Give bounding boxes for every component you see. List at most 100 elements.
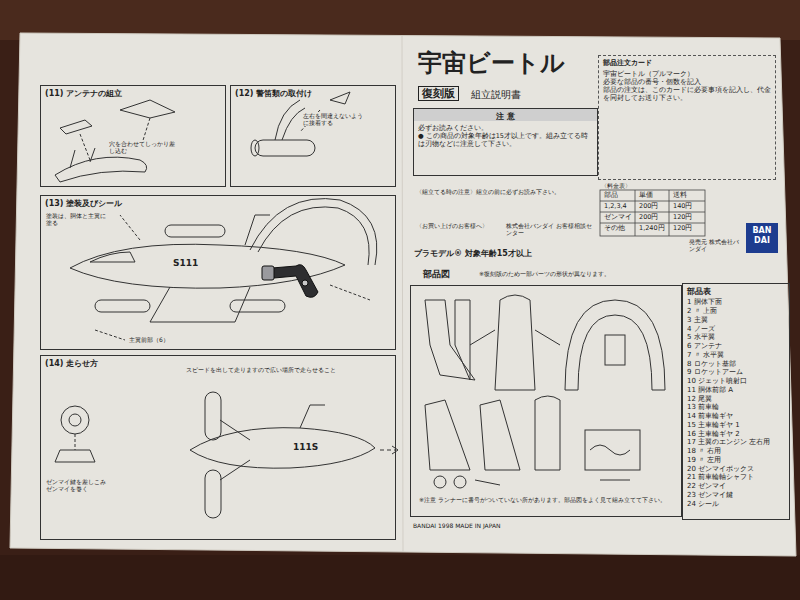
sheet-label: BANDAI 1998 MADE IN JAPAN (412, 522, 502, 529)
sheet-label: 穴を合わせてしっかり差し込む (108, 140, 180, 154)
sheet-label: プラモデル® 対象年齢15才以上 (413, 249, 533, 259)
table-cell: 120円 (672, 214, 693, 222)
parts-drawings-part (605, 335, 625, 365)
sheet-label: 発売元 株式会社バンダイ (688, 238, 744, 252)
parts-drawings-part (495, 295, 535, 390)
running-ship-drawing-part (205, 392, 221, 440)
node-text: 1 胴体下面 (687, 298, 785, 307)
parts-drawings-part (425, 400, 470, 470)
running-ship-drawing-part (392, 446, 398, 454)
sheet-label: 組立説明書 (470, 89, 522, 101)
node-text: ● この商品の対象年齢は15才以上です。組み立てる時は刃物などに注意して下さい。 (418, 132, 593, 148)
sheet-label: 〈料金表〉 (600, 182, 632, 189)
notice-box: 注 意必ずお読みください。● この商品の対象年齢は15才以上です。組み立てる時は… (413, 108, 598, 176)
maker-logo: BAN DAI (746, 223, 778, 253)
node-text: 17 主翼のエンジン 左右用 (687, 438, 785, 447)
painting-ship-drawing-part (150, 287, 250, 322)
node-text: 部品の注文は、このカードに必要事項を記入し、代金を同封してお送り下さい。 (603, 86, 771, 102)
table-cell: 部品 (603, 192, 619, 200)
price-table-part (600, 212, 705, 213)
painting-ship-drawing-part (165, 225, 225, 237)
node-text: 15 主車輪ギヤ 1 (687, 421, 785, 430)
running-ship-drawing-part (69, 414, 81, 426)
sheet-label: ※注意 ランナーに番号がついていない所があります。部品図をよく見て組み立てて下さ… (418, 496, 675, 503)
painting-ship-drawing-part (330, 285, 370, 300)
horn-drawing-part (330, 92, 350, 104)
parts-diagram-box: 部品図 (410, 285, 682, 517)
table-cell: 140円 (672, 203, 693, 211)
node-heading: 部品図 (421, 269, 452, 280)
node-heading: 部品注文カード (603, 59, 771, 68)
parts-drawings-part (454, 476, 466, 488)
node-heading: 注 意 (418, 112, 593, 122)
painting-ship-drawing-part (120, 215, 140, 240)
paper-sheet (10, 33, 796, 556)
node-text: 20 ゼンマイボックス (687, 465, 785, 474)
node-text: 14 前車輪ギヤ (687, 412, 785, 421)
price-table-part (669, 190, 670, 236)
parts-drawings-part (565, 300, 665, 390)
step-panel: (12) 警笛類の取付け (230, 85, 396, 187)
horn-drawing-part (251, 140, 259, 156)
table-cell: 120円 (672, 225, 693, 233)
running-ship-drawing-part (220, 420, 250, 480)
node-text: 16 主車輪ギヤ 2 (687, 430, 785, 439)
parts-drawings-part (470, 330, 560, 345)
wind-up-key-part (262, 266, 274, 280)
node-text: 必要な部品の番号・個数を記入 (603, 78, 771, 86)
running-ship-drawing-part (300, 405, 325, 428)
node-text: 13 前車輪 (687, 403, 785, 412)
painting-ship-drawing-part (250, 199, 377, 265)
parts-drawings-part (455, 300, 470, 380)
antenna-drawing-part (60, 120, 92, 134)
node-text: 3 主翼 (687, 316, 785, 325)
sheet-label: 111S (292, 442, 319, 453)
parts-drawings-part (585, 430, 640, 470)
node-text: 8 ロケット基部 (687, 360, 785, 369)
sheet-label: 左右を間違えないように接着する (302, 112, 366, 126)
node-heading: (11) アンテナの組立 (45, 89, 221, 99)
parts-drawings (425, 295, 665, 488)
running-ship-drawing-part (55, 450, 95, 462)
node-text: 9 ロケットアーム (687, 368, 785, 377)
sheet-label: S111 (172, 258, 199, 269)
table-cell: 200円 (638, 214, 659, 222)
running-ship-drawing (55, 392, 398, 518)
paper-sheet-part (402, 36, 403, 552)
painting-ship-drawing-part (90, 252, 135, 262)
sheet-label: 復刻版 (418, 86, 459, 101)
price-table-part (600, 223, 705, 224)
painting-ship-drawing-part (230, 300, 285, 312)
table-surface-part (0, 555, 800, 600)
node-heading: 部品表 (687, 287, 785, 296)
price-table (600, 190, 705, 236)
wind-up-key-part (302, 280, 308, 286)
parts-drawings-part (425, 300, 475, 380)
node-text: 11 胴体前部 A (687, 386, 785, 395)
node-text: 12 尾翼 (687, 395, 785, 404)
node-text: 5 水平翼 (687, 333, 785, 342)
node-text: 4 ノーズ (687, 325, 785, 334)
running-ship-drawing-part (61, 406, 89, 434)
node-text: 6 アンテナ (687, 342, 785, 351)
notice-band (414, 109, 597, 121)
sheet-label: スピードを出して走りますので広い場所で走らせること (185, 366, 362, 373)
node-text: 19 〃 左用 (687, 456, 785, 465)
sheet-label: 株式会社バンダイ お客様相談センター (505, 222, 597, 236)
antenna-drawing-part (80, 134, 90, 160)
paper-sheet-part (10, 33, 796, 556)
step-panel: (14) 走らせ方 (40, 355, 396, 540)
node-text: 23 ゼンマイ鍵 (687, 491, 785, 500)
sheet-label: 主翼前部（6） (128, 336, 170, 343)
table-cell: 1,240円 (638, 225, 666, 233)
horn-drawing-part (275, 100, 300, 140)
painting-ship-drawing (70, 199, 377, 340)
table-cell: 1,2,3,4 (603, 203, 628, 211)
running-ship-drawing-part (380, 450, 395, 451)
node-text: 必ずお読みください。 (418, 124, 593, 132)
parts-list-box: 部品表1 胴体下面2 〃 上面3 主翼4 ノーズ5 水平翼6 アンテナ7 〃 水… (682, 283, 790, 520)
running-ship-drawing-part (205, 470, 221, 518)
table-cell: ゼンマイ (603, 214, 633, 222)
antenna-drawing-part (120, 100, 175, 118)
antenna-drawing-part (70, 148, 95, 168)
